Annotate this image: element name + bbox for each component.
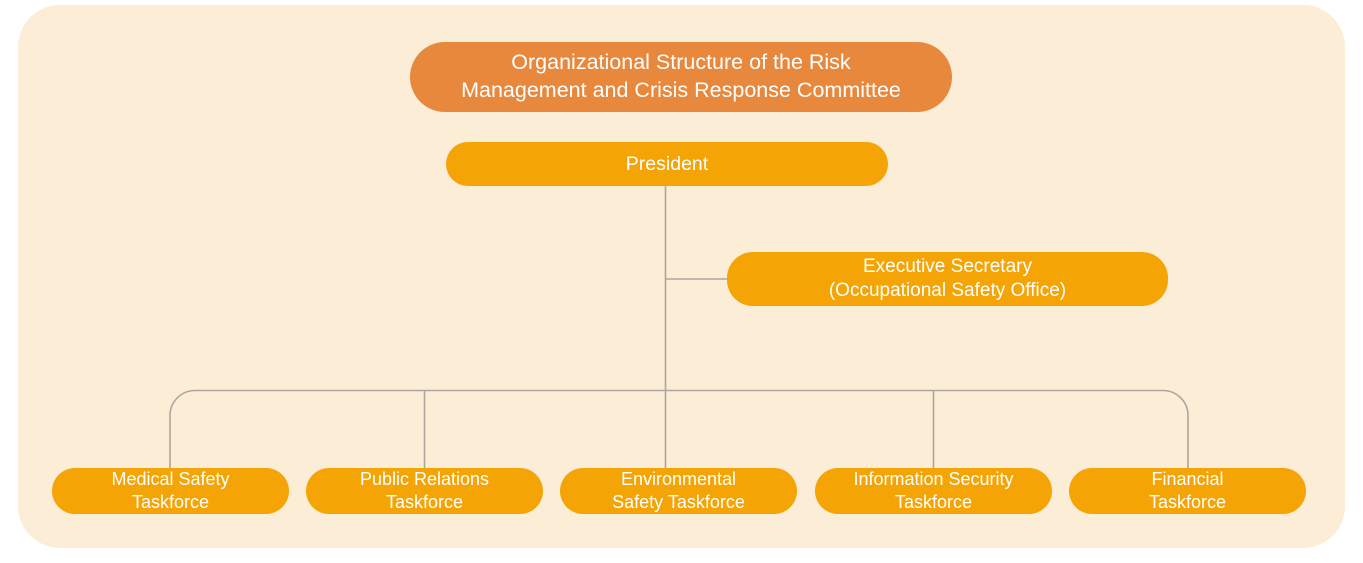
node-committee-title: Organizational Structure of the Risk Man… [410,42,952,112]
node-environmental-safety-taskforce: Environmental Safety Taskforce [560,468,797,514]
node-financial-taskforce: Financial Taskforce [1069,468,1306,514]
node-medical-safety-taskforce: Medical Safety Taskforce [52,468,289,514]
node-president: President [446,142,888,186]
node-public-relations-taskforce: Public Relations Taskforce [306,468,543,514]
node-information-security-taskforce: Information Security Taskforce [815,468,1052,514]
node-executive-secretary: Executive Secretary (Occupational Safety… [727,252,1168,306]
